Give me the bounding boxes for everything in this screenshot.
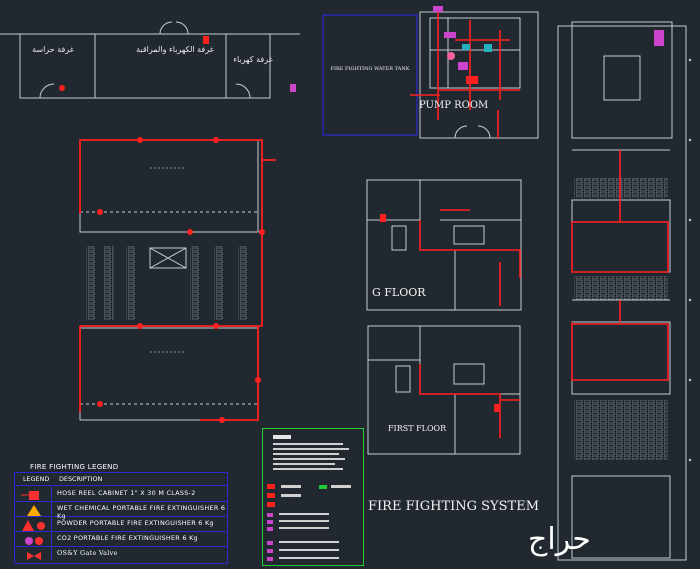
fire-fighting-system-title: FIRE FIGHTING SYSTEM <box>368 499 540 514</box>
right-site-boundary-dots <box>688 58 692 462</box>
co2-extinguisher-symbol <box>290 84 296 92</box>
legend-col-description: DESCRIPTION <box>59 475 103 483</box>
g-floor-label: G FLOOR <box>372 286 426 299</box>
first-floor-label: FIRST FLOOR <box>388 424 447 433</box>
guard-rooms-block <box>0 21 300 99</box>
legend-text-powder: POWDER PORTABLE FIRE EXTINGUISHER 6 Kg <box>57 519 214 527</box>
right-site-pipe <box>571 150 669 381</box>
legend-row-co2: CO2 PORTABLE FIRE EXTINGUISHER 6 Kg <box>15 531 227 547</box>
legend-title: FIRE FIGHTING LEGEND <box>30 463 119 471</box>
notes-text-lines <box>267 435 351 561</box>
extinguisher-symbol <box>203 36 209 44</box>
hose-reel-symbol <box>59 85 65 91</box>
co2-extinguisher-icon <box>17 532 52 545</box>
first-floor-extinguisher <box>494 404 500 412</box>
legend-row-gate-valve: OS&Y Gate Valve <box>15 546 227 561</box>
gate-valve-icon <box>17 547 52 560</box>
legend-row-hose-reel: HOSE REEL CABINET 1" X 30 M CLASS-2 <box>15 486 227 502</box>
fire-fighting-legend: LEGEND DESCRIPTION HOSE REEL CABINET 1" … <box>14 472 228 564</box>
pump-room-block <box>419 11 539 139</box>
hose-reel-icon <box>17 487 52 500</box>
legend-text-hose-reel: HOSE REEL CABINET 1" X 30 M CLASS-2 <box>57 489 196 497</box>
legend-row-powder: POWDER PORTABLE FIRE EXTINGUISHER 6 Kg <box>15 516 227 532</box>
legend-text-gate-valve: OS&Y Gate Valve <box>57 549 118 557</box>
wet-chemical-icon <box>17 502 52 516</box>
watermark-logo: حراج <box>528 522 591 557</box>
room-label-guard: غرفة حراسة <box>32 45 74 54</box>
g-floor-extinguisher <box>380 214 386 222</box>
room-label-electrical: غرفة كهرباء <box>233 55 273 64</box>
warehouse-2-hose-reels <box>97 323 261 423</box>
right-site-racks <box>574 178 668 460</box>
legend-row-wet-chemical: WET CHEMICAL PORTABLE FIRE EXTINGUISHER … <box>15 501 227 520</box>
g-floor-pipe <box>419 209 521 306</box>
legend-header: LEGEND DESCRIPTION <box>15 473 227 486</box>
pump-room-piping <box>410 10 520 138</box>
right-site-plan <box>557 21 687 561</box>
room-label-electrical-monitoring: غرفة الكهرباء والمراقبة <box>136 45 214 54</box>
fire-tank-label: FIRE FIGHTING WATER TANK <box>330 66 410 72</box>
fire-water-tank-outline <box>322 14 418 136</box>
legend-text-wet-chemical: WET CHEMICAL PORTABLE FIRE EXTINGUISHER … <box>57 504 226 520</box>
legend-text-co2: CO2 PORTABLE FIRE EXTINGUISHER 6 Kg <box>57 534 198 542</box>
pump-room-label: PUMP ROOM <box>419 100 489 111</box>
first-floor-pipe <box>419 364 520 438</box>
pump-room-fittings <box>433 6 492 84</box>
warehouse-2 <box>79 327 259 421</box>
warehouse-2-pipe <box>79 325 262 421</box>
general-notes-box <box>262 428 364 566</box>
legend-col-legend: LEGEND <box>23 475 50 483</box>
warehouse-1-hose-reels <box>97 137 265 235</box>
storage-racks <box>86 246 248 320</box>
powder-extinguisher-icon <box>17 517 52 531</box>
warehouse-1 <box>79 139 259 233</box>
right-site-pump-symbol <box>654 30 664 46</box>
first-floor-plan <box>367 325 521 455</box>
